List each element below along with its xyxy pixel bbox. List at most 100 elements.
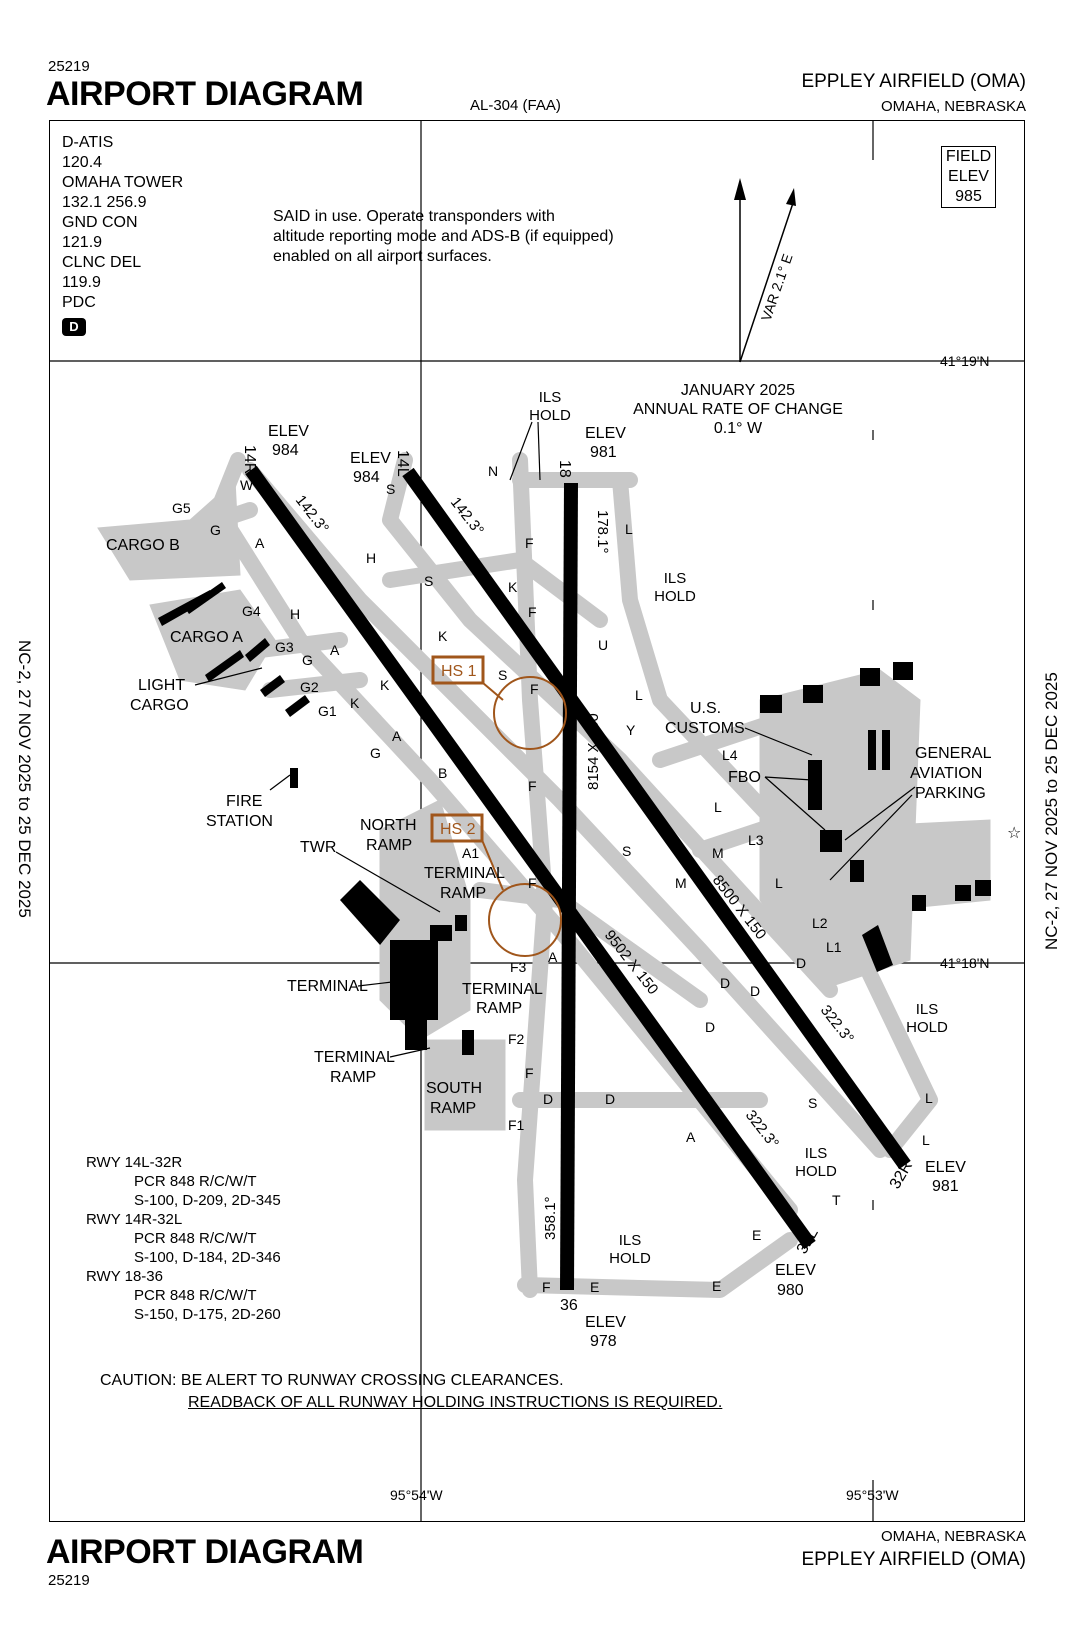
taxiway-s xyxy=(382,452,838,998)
taxiway-label: F1 xyxy=(508,1117,525,1133)
runway-14l-32r[interactable] xyxy=(402,467,911,1170)
taxiway-label: K xyxy=(380,677,390,693)
ga-building xyxy=(955,885,971,901)
pcr-line: S-100, D-209, 2D-345 xyxy=(134,1192,281,1209)
hotspot-2-leader xyxy=(481,839,504,891)
terminal-concourse xyxy=(405,1020,427,1050)
customs-label: CUSTOMS xyxy=(665,720,745,737)
field-elev-label: ELEV xyxy=(948,168,989,185)
taxiway-g xyxy=(242,462,888,1158)
rwy-32r-elev-label: ELEV xyxy=(925,1159,966,1176)
rwy-32l-heading: 322.3° xyxy=(742,1107,782,1152)
ils-hold-label: HOLD xyxy=(795,1163,837,1180)
caution-line: CAUTION: BE ALERT TO RUNWAY CROSSING CLE… xyxy=(100,1372,564,1389)
taxiway-label: H xyxy=(290,606,300,622)
ga-hangar xyxy=(860,668,880,686)
fbo-building xyxy=(808,760,822,810)
rwy-18-id: 18 xyxy=(556,460,573,478)
light-cargo-building xyxy=(260,675,285,697)
rwy-14r-elev: 984 xyxy=(272,442,299,459)
hotspot-1-leader xyxy=(482,682,504,701)
rate-line: 0.1° W xyxy=(714,420,763,437)
taxiway-label: L xyxy=(925,1090,933,1106)
taxiway-label: L4 xyxy=(722,747,738,763)
rwy-32l-elev: 980 xyxy=(777,1282,804,1299)
caution-line: READBACK OF ALL RUNWAY HOLDING INSTRUCTI… xyxy=(188,1394,723,1411)
ga-hangar xyxy=(893,662,913,680)
taxiway-label: F xyxy=(525,1065,534,1081)
pcr-line: RWY 14L-32R xyxy=(86,1154,183,1171)
taxiway-label: F xyxy=(528,875,537,891)
taxiway-g1 xyxy=(262,672,368,698)
taxiway-label: U xyxy=(598,637,608,653)
freq-line: PDC xyxy=(62,294,96,311)
rate-of-change: JANUARY 2025 ANNUAL RATE OF CHANGE 0.1° … xyxy=(633,382,843,437)
diagram-frame xyxy=(49,120,1025,1522)
taxiway-letters: W G5 G A H G4 H G3 G A G2 K G1 K K A G S… xyxy=(172,463,933,1295)
hotspot-2-label: HS 2 xyxy=(440,821,476,838)
ils-hold-label: ILS xyxy=(916,1001,939,1018)
taxiway-label: L1 xyxy=(826,939,842,955)
taxiway-label: G5 xyxy=(172,500,191,516)
taxiway-label: E xyxy=(712,1278,721,1294)
taxiway-label: F xyxy=(525,535,534,551)
taxiway-label: G xyxy=(210,522,221,538)
customs-label: U.S. xyxy=(690,700,721,717)
taxiway-label: L xyxy=(714,799,722,815)
rwy-14r-id: 14R xyxy=(241,445,258,474)
ga-parking-label: AVIATION xyxy=(910,765,982,782)
buildings xyxy=(158,582,991,1055)
lat-top: 41°19'N xyxy=(940,353,990,369)
taxiway-label: S xyxy=(424,573,433,589)
rwy-14l-elev-label: ELEV xyxy=(350,450,391,467)
freq-line: OMAHA TOWER xyxy=(62,174,184,191)
taxiway-label: F xyxy=(530,681,539,697)
rwy-18-elev-label: ELEV xyxy=(585,425,626,442)
runway-18-36[interactable] xyxy=(560,482,578,1291)
taxiway-label: S xyxy=(498,667,507,683)
fbo-building xyxy=(820,830,842,852)
taxiway-label: M xyxy=(675,875,687,891)
ga-building xyxy=(975,880,991,896)
terminal-south xyxy=(462,1030,474,1055)
taxiway-a xyxy=(210,452,798,1218)
doc-id: AL-304 (FAA) xyxy=(470,97,561,114)
light-cargo-building xyxy=(245,638,270,662)
freq-line: CLNC DEL xyxy=(62,254,142,271)
ils-hold-label: HOLD xyxy=(529,407,571,424)
fbo-label: FBO xyxy=(728,769,761,786)
airport-name: EPPLEY AIRFIELD (OMA) xyxy=(801,71,1026,92)
taxiway-l4 xyxy=(652,712,788,768)
said-line: altitude reporting mode and ADS-B (if eq… xyxy=(273,228,614,245)
freq-line: 121.9 xyxy=(62,234,103,251)
taxiway-label: S xyxy=(386,481,395,497)
taxiway-label: D xyxy=(543,1091,553,1107)
taxiway-label: D xyxy=(750,983,760,999)
light-cargo-building xyxy=(285,695,310,717)
runway-14r-32l[interactable] xyxy=(245,465,816,1250)
lon-left: 95°54'W xyxy=(390,1487,443,1503)
ils-hold-label: ILS xyxy=(619,1232,642,1249)
tower-label: TWR xyxy=(300,839,336,856)
pcr-line: RWY 18-36 xyxy=(86,1268,163,1285)
taxiway-label: A xyxy=(548,949,558,965)
taxiway-l2 xyxy=(772,912,838,948)
hotspot-2-circle xyxy=(488,883,562,957)
fire-station-building xyxy=(290,768,298,788)
south-ramp xyxy=(424,1039,506,1131)
hotspot-2-box xyxy=(430,813,484,843)
ga-building xyxy=(862,925,893,972)
lat-bottom: 41°18'N xyxy=(940,955,990,971)
terminal-ramp-label: TERMINAL xyxy=(424,865,505,882)
taxiway-label: L2 xyxy=(812,915,828,931)
taxiway-label: L xyxy=(775,875,783,891)
rwy-18-elev: 981 xyxy=(590,444,617,461)
taxiway-label: D xyxy=(605,1091,615,1107)
rwy-18-36-dimensions: 8154 X 150 xyxy=(585,713,602,790)
taxiway-label: K xyxy=(438,628,448,644)
ga-hangar xyxy=(803,685,823,703)
hotspot-1-circle xyxy=(493,676,567,750)
rwy-32r-elev: 981 xyxy=(932,1178,959,1195)
taxiway-g5 xyxy=(212,502,258,528)
taxiway-label: G1 xyxy=(318,703,337,719)
